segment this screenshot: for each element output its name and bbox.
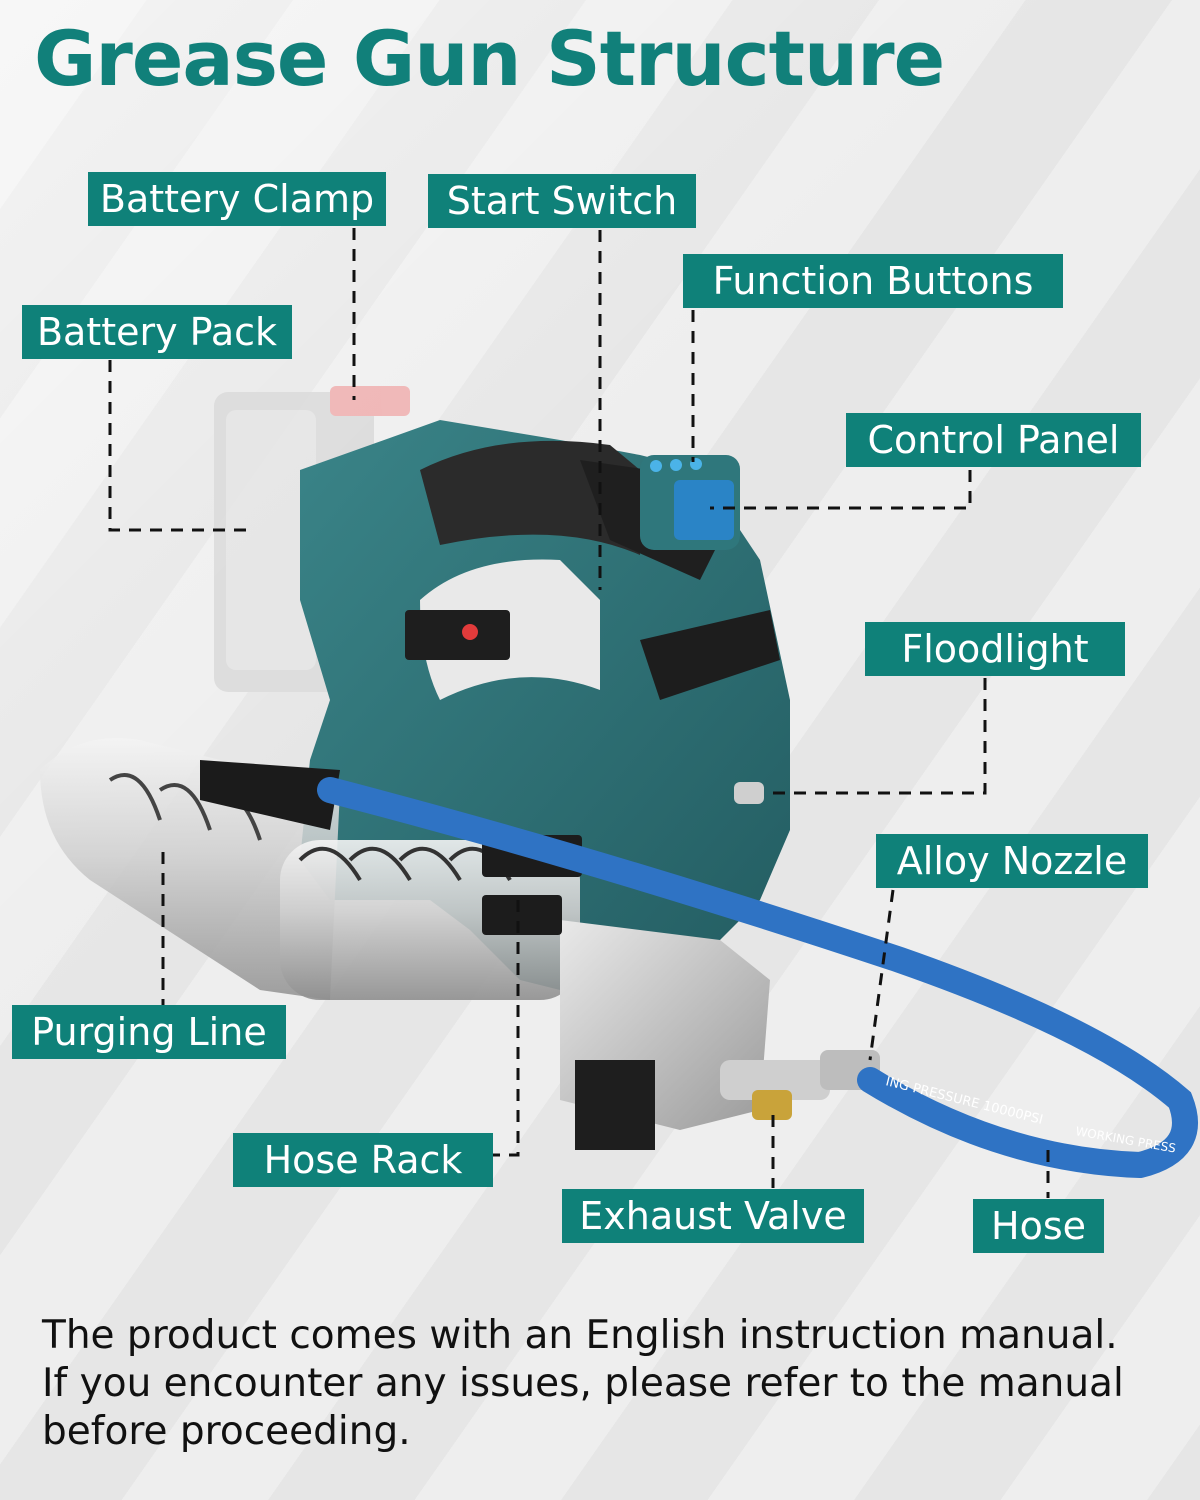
label-start-switch: Start Switch (428, 174, 696, 228)
label-exhaust-valve: Exhaust Valve (562, 1189, 864, 1243)
instruction-caption: The product comes with an English instru… (42, 1312, 1172, 1456)
caption-line-1: The product comes with an English instru… (42, 1313, 1118, 1358)
pump-head (560, 920, 880, 1150)
label-hose-rack: Hose Rack (233, 1133, 493, 1187)
page-title: Grease Gun Structure (34, 14, 945, 103)
caption-line-2: If you encounter any issues, please refe… (42, 1361, 1124, 1406)
label-hose: Hose (973, 1199, 1104, 1253)
label-control-panel: Control Panel (846, 413, 1141, 467)
hose-tube (317, 777, 1198, 1179)
grease-tube (40, 738, 580, 1000)
label-alloy-nozzle: Alloy Nozzle (876, 834, 1148, 888)
label-purging-line: Purging Line (12, 1005, 286, 1059)
label-floodlight: Floodlight (865, 622, 1125, 676)
hose-rack-clip-lower (482, 895, 562, 935)
label-function-buttons: Function Buttons (683, 254, 1063, 308)
label-battery-clamp: Battery Clamp (88, 172, 386, 226)
label-battery-pack: Battery Pack (22, 305, 292, 359)
caption-line-3: before proceeding. (42, 1409, 411, 1454)
